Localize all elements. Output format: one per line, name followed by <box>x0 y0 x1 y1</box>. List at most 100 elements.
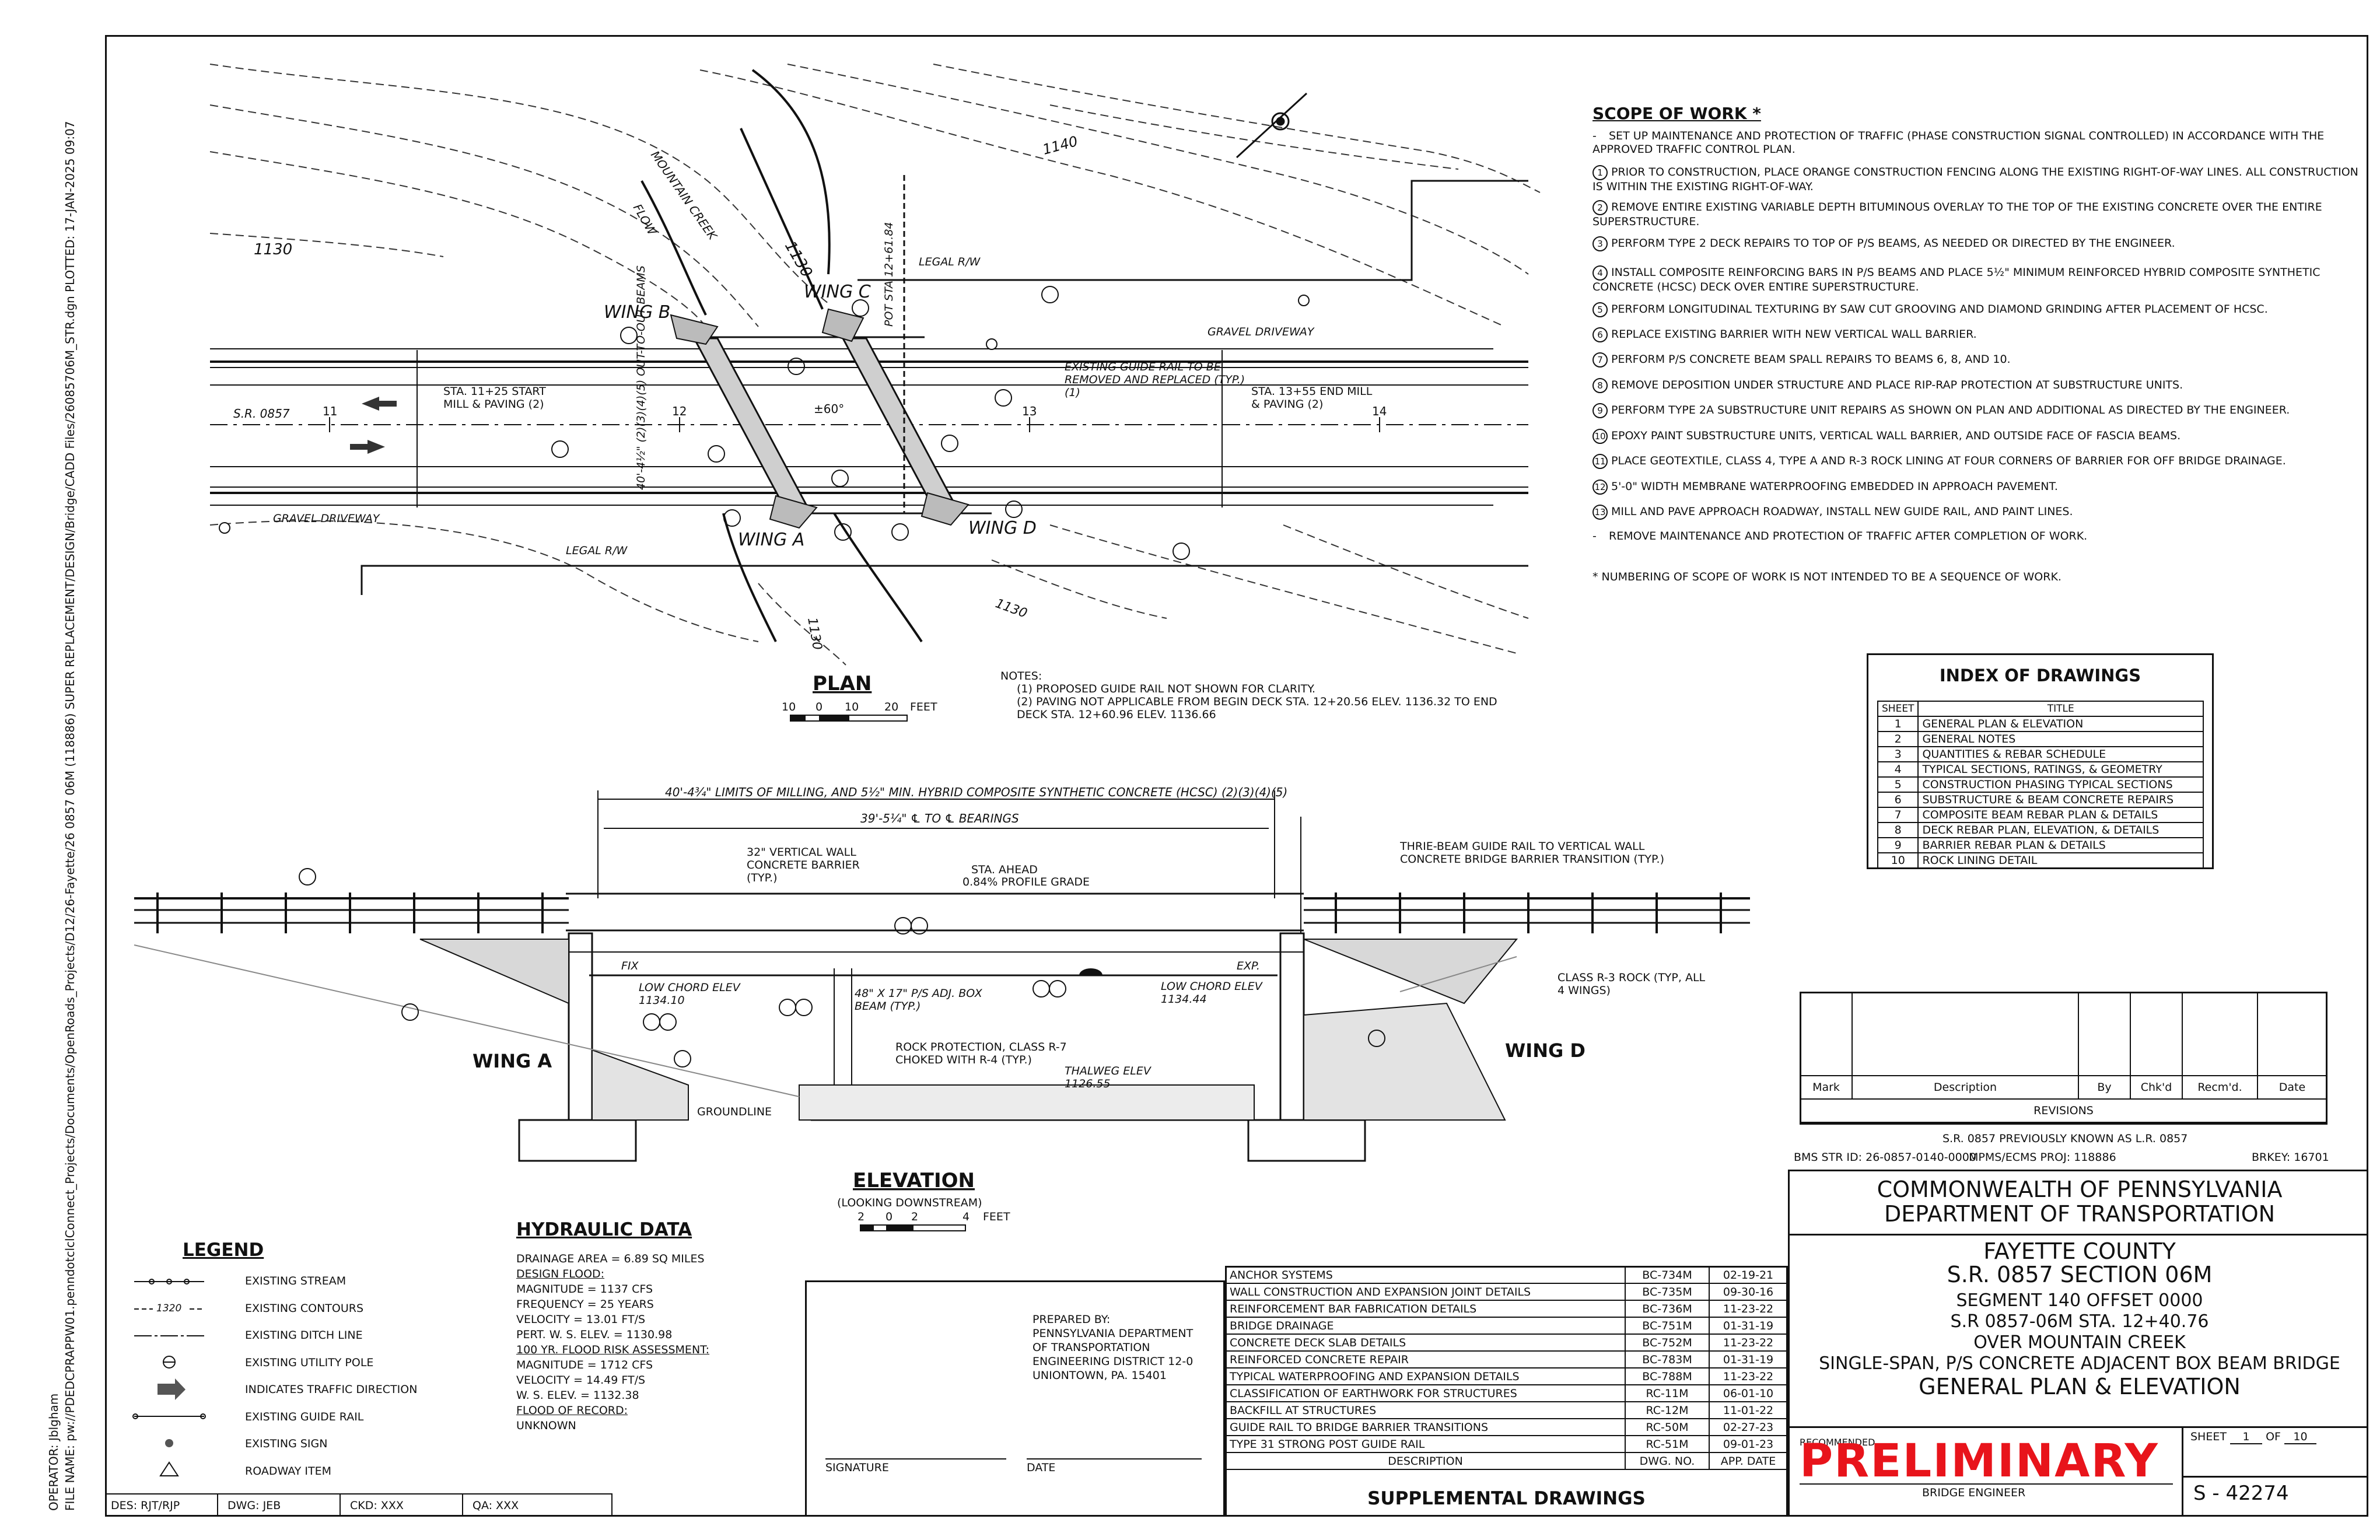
title-divider-1 <box>1788 1234 2368 1236</box>
supplemental-date: 11-23-22 <box>1709 1367 1788 1385</box>
plan-scale-unit: FEET <box>910 701 937 713</box>
supplemental-header: DWG. NO. <box>1625 1452 1710 1470</box>
elevation-title: ELEVATION <box>853 1169 975 1192</box>
supplemental-date: 09-30-16 <box>1709 1283 1788 1301</box>
supplemental-dwg: BC-752M <box>1625 1334 1710 1352</box>
index-title: INDEX OF DRAWINGS <box>1939 666 2141 685</box>
hydraulic-title: HYDRAULIC DATA <box>516 1219 692 1240</box>
hyd-design-flood: DESIGN FLOOD: <box>516 1268 605 1280</box>
prepared-text: PREPARED BY: PENNSYLVANIA DEPARTMENT OF … <box>1032 1312 1193 1382</box>
sta-ahead-label: STA. AHEAD <box>971 863 1038 876</box>
revisions-title: REVISIONS <box>1800 1098 2328 1123</box>
index-sheet-title: CONSTRUCTION PHASING TYPICAL SECTIONS <box>1917 776 2204 793</box>
supplemental-header: APP. DATE <box>1709 1452 1788 1470</box>
supplemental-date: 11-23-22 <box>1709 1334 1788 1352</box>
supplemental-date: 02-27-23 <box>1709 1418 1788 1436</box>
sheet-number: SHEET 1 OF 10 <box>2190 1430 2316 1444</box>
ckd-cell: CKD: XXX <box>350 1499 404 1512</box>
plan-note-2: (2) PAVING NOT APPLICABLE FROM BEGIN DEC… <box>1017 695 1497 721</box>
supplemental-desc: REINFORCEMENT BAR FABRICATION DETAILS <box>1225 1300 1626 1318</box>
drawing-number: S - 42274 <box>2193 1482 2289 1505</box>
legend-item: EXISTING STREAM <box>245 1275 346 1287</box>
prepared-by: PREPARED BY: <box>1032 1313 1111 1326</box>
index-sheet: 6 <box>1877 792 1919 808</box>
scope-item-number: - <box>1592 130 1597 142</box>
supplemental-row: GUIDE RAIL TO BRIDGE BARRIER TRANSITIONS… <box>1225 1418 1788 1436</box>
scope-title: SCOPE OF WORK * <box>1592 104 1761 123</box>
scope-item-text: INSTALL COMPOSITE REINFORCING BARS IN P/… <box>1592 266 2320 293</box>
scope-item-text: PERFORM LONGITUDINAL TEXTURING BY SAW CU… <box>1611 303 2268 316</box>
index-sheet: 9 <box>1877 837 1919 853</box>
supplemental-desc: GUIDE RAIL TO BRIDGE BARRIER TRANSITIONS <box>1225 1418 1626 1436</box>
supplemental-row: WALL CONSTRUCTION AND EXPANSION JOINT DE… <box>1225 1283 1788 1301</box>
scope-item-number: 7 <box>1592 352 1608 368</box>
supplemental-title: SUPPLEMENTAL DRAWINGS <box>1367 1488 1646 1509</box>
scope-item-number: 13 <box>1592 505 1608 520</box>
hyd-r-magnitude: MAGNITUDE = 1712 CFS <box>516 1359 653 1371</box>
supplemental-desc: WALL CONSTRUCTION AND EXPANSION JOINT DE… <box>1225 1283 1626 1301</box>
scope-footnote: * NUMBERING OF SCOPE OF WORK IS NOT INTE… <box>1592 570 2062 583</box>
scope-item-number: 9 <box>1592 403 1608 418</box>
legend-item: INDICATES TRAFFIC DIRECTION <box>245 1383 418 1396</box>
qa-cell: QA: XXX <box>473 1499 519 1512</box>
north-arrow-icon <box>1236 92 1308 159</box>
scope-item-number: 12 <box>1592 480 1608 495</box>
revision-header: Recm'd. <box>2182 1075 2258 1100</box>
skew-label: ±60° <box>814 402 844 416</box>
revision-header: Date <box>2257 1075 2328 1100</box>
scope-item-number: 3 <box>1592 236 1608 251</box>
legend-item: EXISTING DITCH LINE <box>245 1329 363 1342</box>
scope-item-number: 5 <box>1592 302 1608 317</box>
date-line <box>1027 1458 1202 1460</box>
supplemental-dwg: BC-736M <box>1625 1300 1710 1318</box>
prev-known: S.R. 0857 PREVIOUSLY KNOWN AS L.R. 0857 <box>1943 1132 2188 1145</box>
signature-label: SIGNATURE <box>825 1461 889 1474</box>
supplemental-dwg: BC-783M <box>1625 1350 1710 1368</box>
title-block <box>1788 1170 2368 1517</box>
index-sheet-title: ROCK LINING DETAIL <box>1917 852 2204 869</box>
supplemental-date: 01-31-19 <box>1709 1350 1788 1368</box>
bms-id: BMS STR ID: 26-0857-0140-0000 <box>1794 1151 1976 1164</box>
brkey: BRKEY: 16701 <box>2252 1151 2329 1164</box>
elev-scale-tick-0: 2 <box>858 1210 864 1223</box>
supplemental-desc: CLASSIFICATION OF EARTHWORK FOR STRUCTUR… <box>1225 1384 1626 1402</box>
dim-bearings-label: 39'-5¼" ℄ TO ℄ BEARINGS <box>860 811 1019 825</box>
index-col-sheet: SHEET <box>1877 701 1919 717</box>
signature-line <box>825 1458 1006 1460</box>
hyd-record: FLOOD OF RECORD: <box>516 1404 628 1417</box>
scope-item-number: 1 <box>1592 165 1608 180</box>
bridge-type: SINGLE-SPAN, P/S CONCRETE ADJACENT BOX B… <box>1819 1353 2340 1374</box>
scope-item-text: REMOVE DEPOSITION UNDER STRUCTURE AND PL… <box>1611 379 2183 391</box>
prepared-line-4: UNIONTOWN, PA. 15401 <box>1032 1369 1167 1382</box>
index-sheet: 7 <box>1877 807 1919 823</box>
scope-item-text: PLACE GEOTEXTILE, CLASS 4, TYPE A AND R-… <box>1611 454 2286 467</box>
hyd-r-velocity: VELOCITY = 14.49 FT/S <box>516 1374 646 1387</box>
agency-line-2: DEPARTMENT OF TRANSPORTATION <box>1884 1201 2276 1227</box>
revision-header: Mark <box>1800 1075 1853 1100</box>
supplemental-row: CLASSIFICATION OF EARTHWORK FOR STRUCTUR… <box>1225 1384 1788 1402</box>
engineer-line <box>1800 1483 2173 1485</box>
contour-1130-left: 1130 <box>254 241 292 258</box>
title-divider-3 <box>2182 1426 2183 1517</box>
supplemental-dwg: RC-11M <box>1625 1384 1710 1402</box>
legend-contour-sample: 1320 <box>156 1303 182 1314</box>
existing-guide-rail-note: EXISTING GUIDE RAIL TO BE REMOVED AND RE… <box>1065 360 1245 399</box>
sheet-title: GENERAL PLAN & ELEVATION <box>1919 1374 2241 1399</box>
agency-line-1: COMMONWEALTH OF PENNSYLVANIA <box>1877 1177 2283 1202</box>
index-col-title: TITLE <box>1917 701 2204 717</box>
hyd-d-frequency: FREQUENCY = 25 YEARS <box>516 1298 654 1311</box>
of-label: OF <box>2266 1430 2281 1443</box>
designer-strip: DES: RJT/RJP DWG: JEB CKD: XXX QA: XXX <box>105 1493 612 1517</box>
station: S.R 0857-06M STA. 12+40.76 <box>1950 1311 2209 1332</box>
